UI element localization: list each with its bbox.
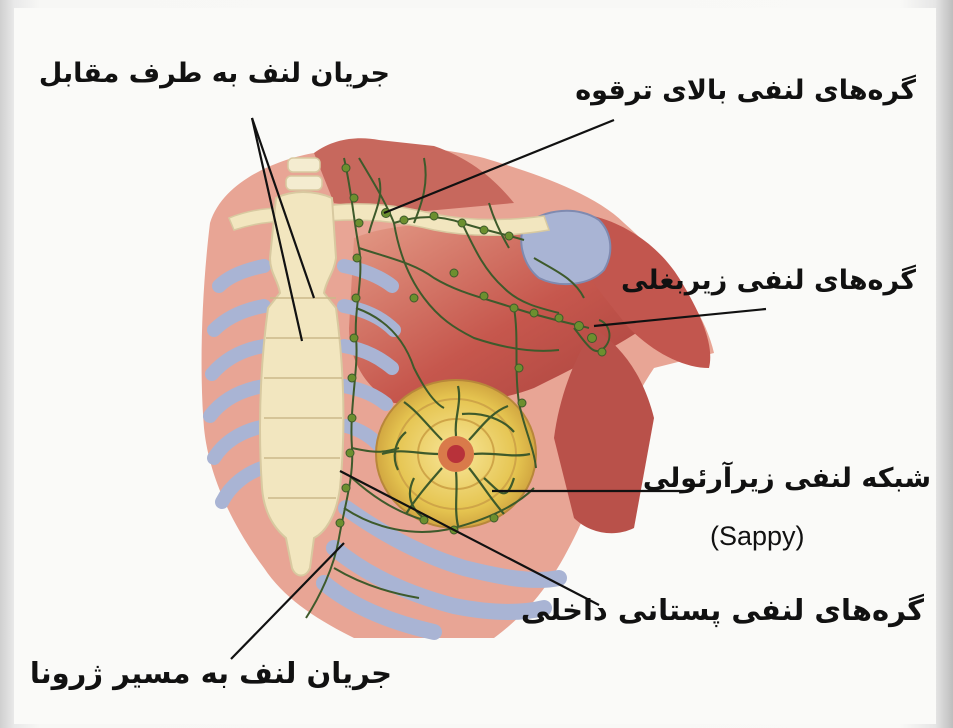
label-sappy: (Sappy)	[710, 521, 805, 552]
label-internal-mammary-nodes: گره‌های لنفی پستانی داخلی	[546, 593, 924, 627]
paper-page: جریان لنف به طرف مقابل گره‌های لنفی بالا…	[14, 8, 936, 724]
label-lymph-flow-liver: جریان لنف به مسیر ژرونا	[52, 656, 392, 690]
label-subareolar-plexus: شبکه لنفی زیرآرئولی	[676, 463, 931, 494]
label-supraclavicular-nodes: گره‌های لنفی بالای ترقوه	[596, 75, 916, 106]
label-contralateral-flow: جریان لنف به طرف مقابل	[72, 58, 390, 89]
label-axillary-nodes: گره‌های لنفی زیربغلی	[656, 265, 916, 296]
nipple	[447, 445, 465, 463]
sternum	[260, 192, 343, 576]
